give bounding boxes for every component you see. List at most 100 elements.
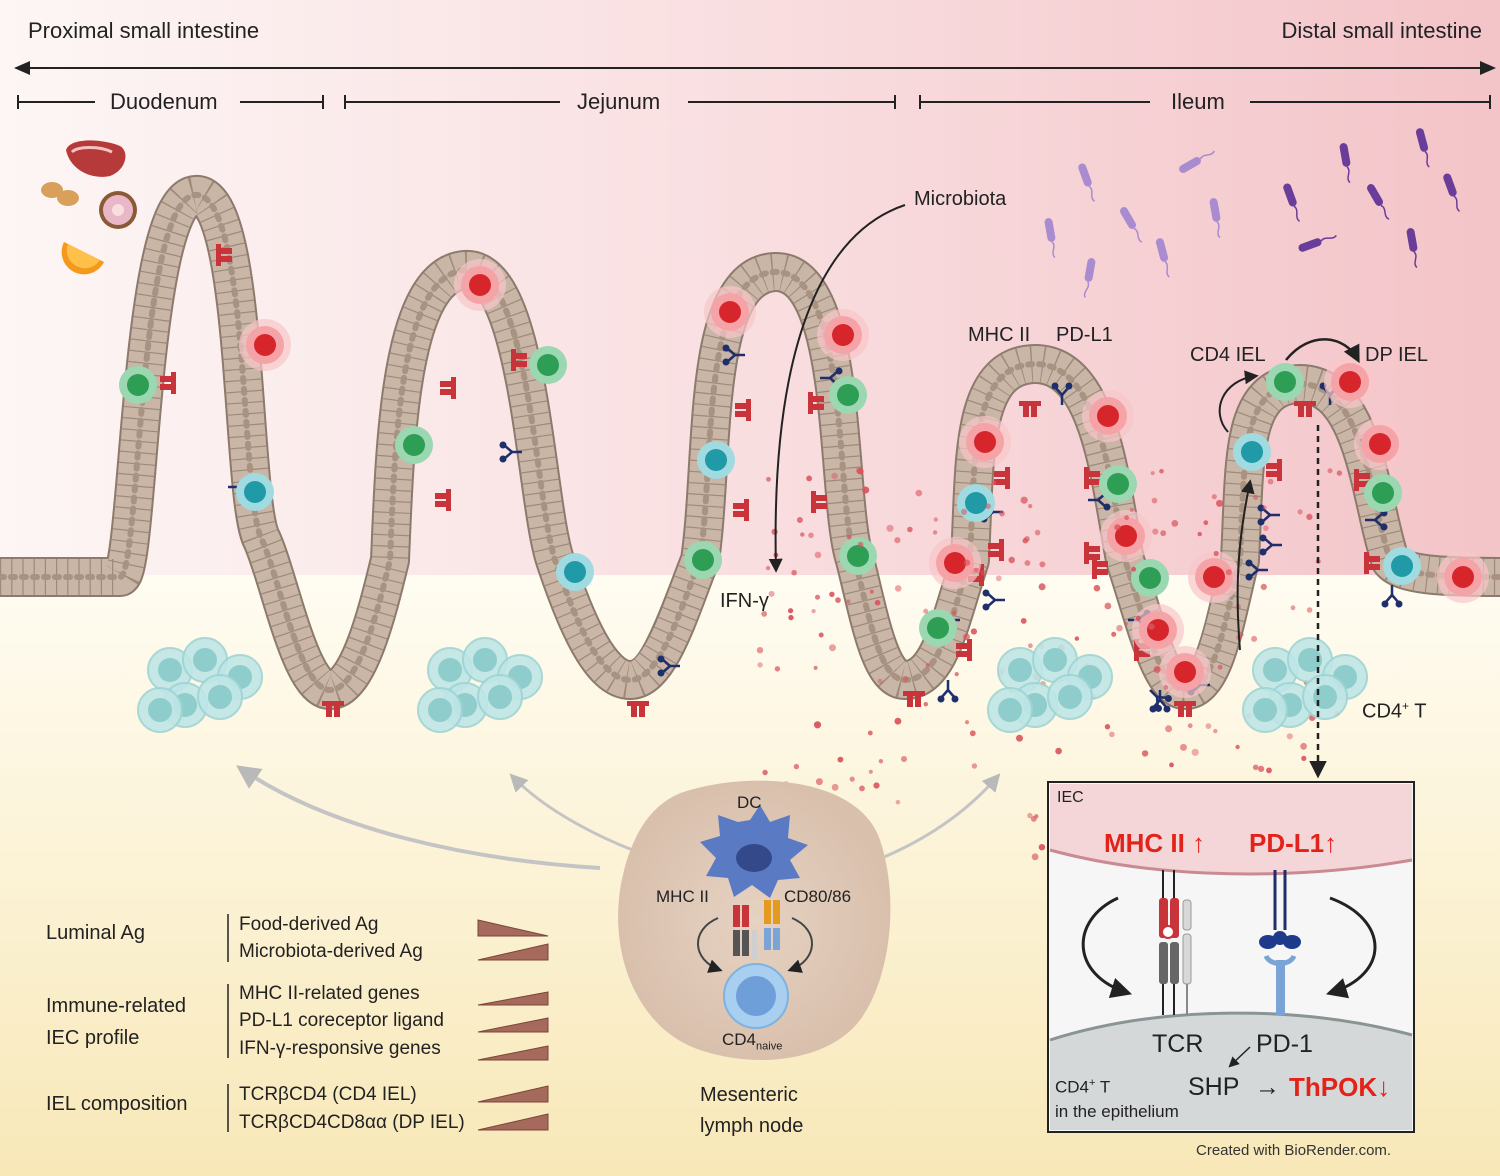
bacterium	[1443, 173, 1461, 212]
pdl1-receptor	[1365, 509, 1388, 531]
meat-icon	[66, 140, 126, 177]
cd4-t-cell	[1383, 547, 1421, 585]
dp-iel-label: DP IEL	[1365, 344, 1428, 366]
bacterium	[1044, 218, 1056, 259]
mhc2-receptor	[1294, 401, 1316, 417]
proximal-distal-axis	[14, 61, 1496, 75]
dp-iel	[1354, 418, 1406, 470]
distal-label: Distal small intestine	[1281, 18, 1482, 43]
orange-slice-icon	[61, 242, 104, 275]
legend-dp-iel: TCRβCD4CD8αα (DP IEL)	[239, 1112, 465, 1133]
inset-epithelium-label: in the epithelium	[1055, 1102, 1179, 1121]
cd4-iel	[829, 376, 867, 414]
dp-iel	[704, 286, 756, 338]
mhc2-receptor	[1084, 467, 1100, 489]
legend-iec-profile: Immune-related IEC profile	[46, 990, 186, 1054]
dp-iel	[929, 537, 981, 589]
ln-cd80-label: CD80/86	[784, 887, 852, 906]
pd1-to-shp-arrow	[1228, 1046, 1251, 1068]
legend-trend-wedges	[477, 919, 549, 1131]
bacterium	[1367, 184, 1390, 220]
pdl1-receptor	[1149, 689, 1172, 712]
segment-brackets	[17, 95, 1491, 109]
iec-inset	[1047, 781, 1415, 1133]
cd4-t-cell	[697, 441, 735, 479]
bacterium	[1415, 128, 1430, 168]
dp-iel	[239, 319, 291, 371]
bacterium	[1406, 228, 1418, 269]
intraepithelial-lymphocytes	[119, 259, 1489, 698]
microbiota	[1044, 128, 1461, 298]
legend-food-ag: Food-derived Ag	[239, 914, 379, 935]
inset-iec-label: IEC	[1057, 789, 1084, 806]
cd4-iel	[1099, 465, 1137, 503]
cd4-iel	[919, 609, 957, 647]
wedge-dpiel-increasing	[477, 1113, 549, 1131]
cd4-t-cell	[236, 473, 274, 511]
pdl1-receptor	[1257, 504, 1280, 526]
dp-iel	[959, 416, 1011, 468]
legend-cd4-iel: TCRβCD4 (CD4 IEL)	[239, 1084, 417, 1105]
ln-right-arrow	[787, 917, 813, 973]
biorender-credit: Created with BioRender.com.	[1196, 1142, 1392, 1159]
mhc2-label: MHC II	[968, 324, 1031, 346]
dp-iel	[1100, 510, 1152, 562]
pd1-molecule	[1263, 954, 1297, 1015]
ln-mhc2-label: MHC II	[656, 887, 709, 906]
mhc2-receptor	[1364, 552, 1380, 574]
bacterium	[1339, 143, 1351, 184]
mhc2-receptor	[440, 377, 456, 399]
dp-iel	[1159, 646, 1211, 698]
inset-mhc2-up: MHC II ↑	[1104, 828, 1206, 858]
bacterium	[1155, 238, 1170, 278]
cd4-t-cell	[1233, 433, 1271, 471]
bacterium	[1283, 183, 1301, 222]
dp-iel	[1324, 356, 1376, 408]
jejunum-label: Jejunum	[577, 89, 661, 114]
wedge-food-decreasing	[477, 919, 549, 937]
dendritic-cell	[700, 805, 808, 898]
pdl1-receptor	[657, 655, 680, 677]
ileum-label: Ileum	[1171, 89, 1225, 114]
cd4-t-cell	[957, 484, 995, 522]
legend-iec-profile-line2: IEC profile	[46, 1027, 140, 1049]
tcell-membrane	[1049, 1011, 1413, 1042]
cd4-iel	[1266, 363, 1304, 401]
iec-membrane-region	[1050, 784, 1412, 874]
bacterium	[1298, 234, 1337, 252]
lymph-node-title-line2: lymph node	[700, 1115, 804, 1137]
tcell-membrane-region	[1050, 1013, 1412, 1130]
pdl1-receptor	[1051, 382, 1073, 405]
cd4-iel	[395, 426, 433, 464]
cd4-t-cell-clusters	[137, 637, 1368, 733]
cd4-iel	[839, 537, 877, 575]
cd4-iel-entry-arrow	[1218, 370, 1259, 433]
cd4-to-dp-iel-arrow	[1285, 338, 1360, 364]
mhc2-receptor	[322, 701, 344, 717]
t-cell-cluster	[1242, 637, 1368, 733]
inset-cd4t-label: CD4+ T	[1055, 1077, 1111, 1097]
ln-to-duodenum-arrow	[236, 765, 601, 870]
lymph-node-title-line1: Mesenteric	[700, 1084, 798, 1106]
mhc2-receptor	[627, 701, 649, 717]
epithelium-nuclei	[0, 191, 1500, 693]
bacterium	[1083, 258, 1096, 298]
mhc2-receptor	[160, 372, 176, 394]
pdl1-receptor	[1259, 534, 1282, 556]
mhc2-receptor	[903, 691, 925, 707]
cd4-iel	[1364, 474, 1402, 512]
mhc2-molecule	[1159, 870, 1179, 939]
inset-left-arrow	[1081, 896, 1133, 999]
wedge-mhc2-increasing	[477, 991, 549, 1006]
mhc2-receptor	[216, 244, 232, 266]
naive-cd4-t-cell	[723, 963, 789, 1029]
t-cell-cluster	[417, 637, 543, 733]
mhc2-receptor	[988, 539, 1004, 561]
cd4t-label: CD4+ T	[1362, 699, 1427, 723]
cd4-iel	[1131, 559, 1169, 597]
mhc2-receptor	[1266, 459, 1282, 481]
pdl1-receptor	[722, 344, 745, 366]
cd4-iel-label: CD4 IEL	[1190, 344, 1266, 366]
